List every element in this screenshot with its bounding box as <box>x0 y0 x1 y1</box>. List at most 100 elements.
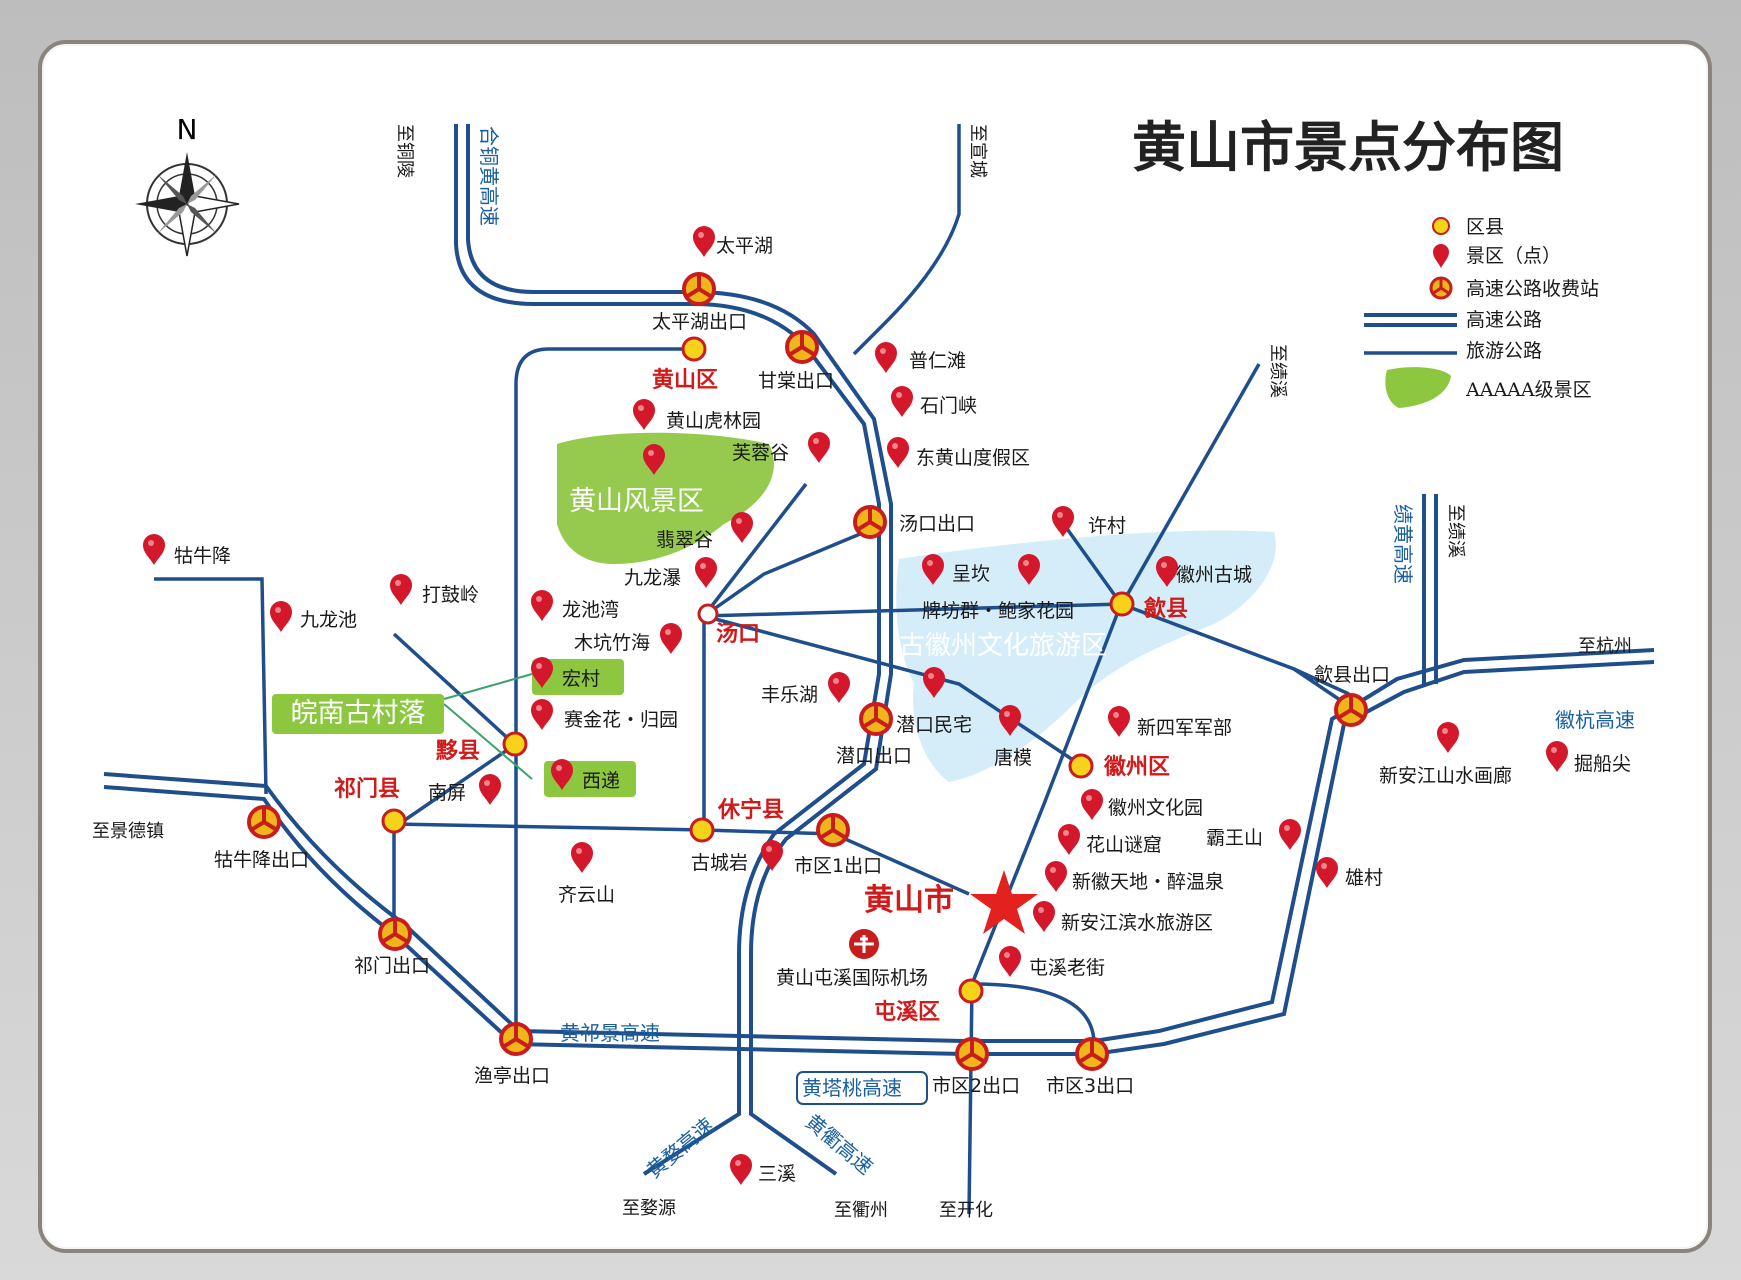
county-label-tangkou: 汤口 <box>716 621 760 647</box>
pin-taipinghu-icon[interactable] <box>693 226 715 257</box>
pin-guchengyan-icon[interactable] <box>761 840 783 871</box>
toll-station-gulongjiang-icon[interactable] <box>247 805 281 839</box>
county-dot-shexian[interactable] <box>1109 591 1135 617</box>
pin-fengyuehu-icon[interactable] <box>828 672 850 703</box>
huangshan-scenic-area[interactable] <box>557 432 774 564</box>
direction-jixi-east: 至绩溪 <box>1445 504 1466 558</box>
pin-tunxilaojie-icon[interactable] <box>999 946 1021 977</box>
highway-badge-huangtawan <box>796 1071 928 1105</box>
scenic-label-dagulin: 打鼓岭 <box>422 584 479 606</box>
toll-station-yuting-icon[interactable] <box>499 1022 533 1056</box>
culture-zone-label: 古徽州文化旅游区 <box>899 631 1107 661</box>
direction-jingdezhen: 至景德镇 <box>92 821 164 842</box>
pin-hongcun-icon[interactable] <box>531 657 553 688</box>
ancient-villages-label: 皖南古村落 <box>291 698 426 729</box>
scenic-label-saijinhua: 赛金花・归园 <box>564 709 678 731</box>
city-label: 黄山市 <box>864 883 954 918</box>
pin-huizhouwenhuayuan-icon[interactable] <box>1081 789 1103 820</box>
pin-longchiwan-icon[interactable] <box>531 590 553 621</box>
direction-kaihua: 至开化 <box>939 1200 993 1221</box>
county-dot-qimen[interactable] <box>381 808 407 834</box>
scenic-label-xucun: 许村 <box>1088 515 1126 537</box>
direction-hangzhou: 至杭州 <box>1578 636 1632 657</box>
scenic-label-sanxi: 三溪 <box>758 1163 796 1185</box>
scenic-label-nanping: 南屏 <box>428 782 466 804</box>
scenic-label-hongcun: 宏村 <box>562 668 600 690</box>
pin-sanxi-icon[interactable] <box>730 1154 752 1185</box>
expressway-line-icon <box>1364 313 1457 327</box>
pin-qiyunshan-icon[interactable] <box>571 842 593 873</box>
pin-zhuochuanjian-icon[interactable] <box>1546 741 1568 772</box>
scenic-label-chengkan: 呈坎 <box>952 563 990 585</box>
exit-label-qiankou: 潜口出口 <box>836 745 912 767</box>
exit-label-tangkou: 汤口出口 <box>899 513 975 535</box>
direction-quzhou: 至衢州 <box>834 1200 888 1221</box>
scenic-label-fengyuehu: 丰乐湖 <box>761 684 818 706</box>
county-label-tunxi: 屯溪区 <box>874 999 940 1025</box>
pin-gulongjiang-icon[interactable] <box>143 534 165 565</box>
airport-label: 黄山屯溪国际机场 <box>776 967 928 989</box>
pin-mukengzhuhai-icon[interactable] <box>660 623 682 654</box>
toll-station-shiqu1-icon[interactable] <box>816 813 850 847</box>
huangshan-scenic-label: 黄山风景区 <box>569 486 704 517</box>
county-dot-huangshanqu[interactable] <box>681 336 707 362</box>
pin-xucun-icon[interactable] <box>1052 506 1074 537</box>
pin-donghuangshan-icon[interactable] <box>887 437 909 468</box>
exit-label-shiqu1: 市区1出口 <box>794 855 882 877</box>
county-label-qimen: 祁门县 <box>334 776 400 802</box>
toll-stations <box>247 272 1368 1071</box>
county-dot-huizhou[interactable] <box>1068 753 1094 779</box>
toll-station-shiqu3-icon[interactable] <box>1075 1037 1109 1071</box>
county-label-huizhou: 徽州区 <box>1103 754 1170 780</box>
pin-feicuigu-icon[interactable] <box>731 512 753 543</box>
county-dot-xiuning[interactable] <box>689 817 715 843</box>
pin-saijinhua-icon[interactable] <box>531 699 553 730</box>
toll-station-qiankou-icon[interactable] <box>859 702 893 736</box>
pin-huanglinyuan-icon[interactable] <box>633 399 655 430</box>
county-dot-tangkou[interactable] <box>697 603 719 625</box>
pin-xinanjiangbinshui-icon[interactable] <box>1033 901 1055 932</box>
pin-huangshan-scenic-icon[interactable] <box>643 444 665 475</box>
highway-label-huihang: 徽杭高速 <box>1555 708 1635 732</box>
highway-label-huangqijing: 黄祁景高速 <box>560 1021 660 1045</box>
pin-jiulongchi-icon[interactable] <box>270 601 292 632</box>
pin-huizhougucheng-icon[interactable] <box>1156 556 1178 587</box>
city-star-icon[interactable] <box>970 870 1038 934</box>
pin-bawangshan-icon[interactable] <box>1279 819 1301 850</box>
toll-station-qimen-icon[interactable] <box>378 917 412 951</box>
scenic-label-zhuochuanjian: 掘船尖 <box>1574 753 1631 775</box>
pin-chengkan-icon[interactable] <box>922 554 944 585</box>
pin-xinhuitiandi-icon[interactable] <box>1045 861 1067 892</box>
scenic-label-xiongcun: 雄村 <box>1345 867 1383 889</box>
pin-shimenxia-icon[interactable] <box>891 386 913 417</box>
pin-xinanjiangshanshui-icon[interactable] <box>1437 722 1459 753</box>
county-dots <box>381 336 1135 1004</box>
pin-xinsijun-icon[interactable] <box>1108 706 1130 737</box>
pin-jiulongpu-icon[interactable] <box>695 557 717 588</box>
toll-station-shiqu2-icon[interactable] <box>955 1037 989 1071</box>
pin-xidi-icon[interactable] <box>551 759 573 790</box>
pin-paifang-icon[interactable] <box>1018 554 1040 585</box>
airport-icon[interactable] <box>849 929 879 959</box>
county-dot-yixian[interactable] <box>502 731 528 757</box>
pin-xiongcun-icon[interactable] <box>1316 857 1338 888</box>
pin-qiankouminzhai-icon[interactable] <box>923 667 945 698</box>
county-label-huangshanqu: 黄山区 <box>652 367 718 393</box>
pin-purentan-icon[interactable] <box>875 342 897 373</box>
toll-station-shexian-icon[interactable] <box>1334 693 1368 727</box>
culture-zone-area[interactable] <box>896 530 1276 782</box>
pin-dagulin-icon[interactable] <box>390 574 412 605</box>
scenic-label-shimenxia: 石门峡 <box>920 395 977 417</box>
scenic-label-tunxilaojie: 屯溪老街 <box>1029 957 1105 979</box>
pin-furonggu-icon[interactable] <box>808 432 830 463</box>
hongcun-badge[interactable] <box>532 659 624 695</box>
toll-station-taipinghu-icon[interactable] <box>682 272 716 306</box>
pin-nanping-icon[interactable] <box>479 774 501 805</box>
toll-station-gantang-icon[interactable] <box>785 330 819 364</box>
toll-station-tangkou-icon[interactable] <box>853 505 887 539</box>
pin-huashanmiku-icon[interactable] <box>1058 824 1080 855</box>
ancient-villages-badge[interactable] <box>272 694 444 734</box>
pin-tangmo-icon[interactable] <box>999 705 1021 736</box>
county-dot-tunxi[interactable] <box>958 978 984 1004</box>
scenic-label-taipinghu: 太平湖 <box>716 235 773 257</box>
